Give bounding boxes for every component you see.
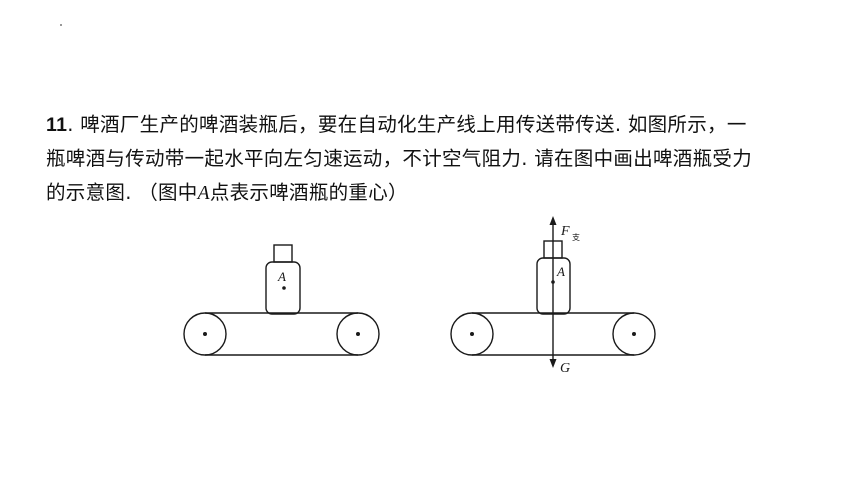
question-line-3: 的示意图. （图中A点表示啤酒瓶的重心） — [46, 181, 408, 204]
left-pulley-wheel-2 — [336, 312, 380, 356]
right-pulley-wheel-2 — [612, 312, 656, 356]
question-number: 11 — [46, 114, 68, 136]
question-line-2: 瓶啤酒与传动带一起水平向左匀速运动，不计空气阻力. 请在图中画出啤酒瓶受力 — [46, 147, 752, 170]
bottle-left — [265, 244, 301, 315]
conveyor-belt-left — [183, 312, 380, 356]
question-text: 11. 啤酒厂生产的啤酒装瓶后，要在自动化生产线上用传送带传送. 如图所示，一 … — [46, 108, 826, 211]
label-support-force-subscript: 支 — [572, 232, 580, 242]
label-support-force: F — [560, 224, 570, 239]
left-pulley-wheel-1 — [183, 312, 227, 356]
question-line-1: 11. 啤酒厂生产的啤酒装瓶后，要在自动化生产线上用传送带传送. 如图所示，一 — [46, 113, 747, 136]
gravity-arrow — [549, 282, 557, 368]
label-gravity: G — [560, 361, 570, 376]
label-a-left: A — [277, 269, 286, 284]
support-force-arrow — [549, 216, 557, 282]
center-of-gravity-left — [282, 286, 286, 290]
label-a-right: A — [556, 264, 565, 279]
right-pulley-wheel-1 — [450, 312, 494, 356]
stray-dot — [60, 24, 62, 26]
